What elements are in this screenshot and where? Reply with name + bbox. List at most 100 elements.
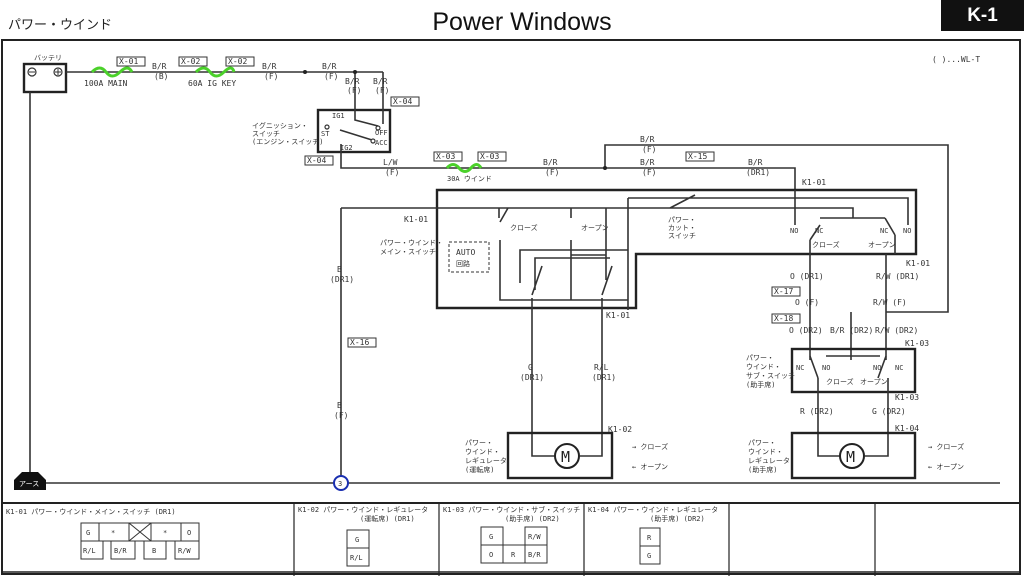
svg-text:B/R: B/R (114, 547, 127, 555)
svg-text:O: O (187, 529, 191, 537)
svg-text:G: G (86, 529, 90, 537)
svg-text:X-03: X-03 (436, 152, 455, 161)
svg-text:B: B (337, 265, 342, 274)
svg-text:R: R (647, 534, 652, 542)
svg-text:B/R: B/R (345, 77, 360, 86)
svg-text:NC: NC (796, 364, 804, 372)
svg-text:スイッチ: スイッチ (668, 232, 696, 240)
svg-text:B/R: B/R (640, 158, 655, 167)
svg-text:X-17: X-17 (774, 287, 793, 296)
svg-text:バッテリ: バッテリ (34, 54, 62, 62)
svg-text:R/L: R/L (83, 547, 96, 555)
svg-text:R/W: R/W (528, 533, 541, 541)
svg-text:G: G (528, 363, 533, 372)
svg-text:X-04: X-04 (393, 97, 412, 106)
svg-text:K1-01: K1-01 (404, 215, 428, 224)
svg-text:メイン・スイッチ: メイン・スイッチ (380, 248, 436, 256)
svg-text:カット・: カット・ (668, 224, 696, 232)
svg-text:M: M (561, 448, 570, 466)
svg-text:R/W: R/W (178, 547, 191, 555)
ground-symbol-icon: アース (14, 472, 46, 490)
svg-text:R/L: R/L (594, 363, 609, 372)
svg-text:K1-02: K1-02 (608, 425, 632, 434)
svg-text:オープン: オープン (868, 241, 896, 249)
legend-note: ( )...WL-T (932, 55, 980, 64)
svg-text:(DR1): (DR1) (746, 168, 770, 177)
svg-text:B/R: B/R (262, 62, 277, 71)
svg-text:(B): (B) (154, 72, 168, 81)
passenger-sub-switch: NC NO NO NC クローズ オープン (790, 347, 917, 394)
svg-text:(F): (F) (324, 72, 338, 81)
svg-text:パワー・: パワー・ (746, 354, 774, 362)
svg-text:K1-01: K1-01 (606, 311, 630, 320)
svg-text:R/W (F): R/W (F) (873, 298, 907, 307)
svg-text:K1-01 パワー・ウインド・メイン・スイッチ (DR1): K1-01 パワー・ウインド・メイン・スイッチ (DR1) (6, 508, 176, 516)
svg-text:パワー・ウインド・: パワー・ウインド・ (380, 239, 443, 247)
svg-text:(F): (F) (545, 168, 559, 177)
svg-text:アース: アース (19, 480, 39, 488)
svg-text:R/W (DR1): R/W (DR1) (876, 272, 919, 281)
svg-text:B/R: B/R (640, 135, 655, 144)
svg-text:(F): (F) (264, 72, 278, 81)
svg-text:クローズ: クローズ (812, 240, 840, 249)
svg-text:← オープン: ← オープン (928, 463, 964, 471)
fuse-label: 60A IG KEY (188, 79, 236, 88)
svg-text:*: * (163, 529, 167, 537)
svg-text:X-03: X-03 (480, 152, 499, 161)
ground-point (333, 475, 349, 491)
fuse-100a-main (90, 66, 134, 78)
battery: バッテリ (22, 54, 68, 94)
svg-text:X-02: X-02 (181, 57, 200, 66)
svg-text:NO: NO (903, 227, 911, 235)
svg-text:クローズ: クローズ (510, 223, 538, 232)
connector-k1-01: K1-01 パワー・ウインド・メイン・スイッチ (DR1) G * * O R/… (6, 508, 200, 560)
svg-text:オープン: オープン (581, 224, 609, 232)
svg-text:X-04: X-04 (307, 156, 326, 165)
fuse-30a-window (445, 163, 483, 173)
svg-text:O (F): O (F) (795, 298, 819, 307)
svg-text:NO: NO (790, 227, 798, 235)
svg-text:K1-03 パワー・ウインド・サブ・スイッチ: K1-03 パワー・ウインド・サブ・スイッチ (443, 505, 580, 514)
svg-text:K1-04 パワー・ウインド・レギュレータ: K1-04 パワー・ウインド・レギュレータ (588, 505, 718, 514)
svg-text:O (DR2): O (DR2) (789, 326, 823, 335)
svg-text:パワー・: パワー・ (748, 439, 776, 447)
fuse-label: 100A MAIN (84, 79, 128, 88)
driver-window-motor: M (506, 431, 614, 480)
diagram-frame (1, 39, 1021, 575)
svg-text:B: B (152, 547, 156, 555)
svg-text:K1-03: K1-03 (905, 339, 929, 348)
svg-text:AUTO: AUTO (456, 248, 475, 257)
ignition-switch: IG1 ST OFF ACC IG2 イグニッション・ スイッチ (エンジン・ス… (252, 100, 392, 160)
svg-text:K1-01: K1-01 (802, 178, 826, 187)
svg-text:B: B (337, 401, 342, 410)
svg-text:B/R (DR2): B/R (DR2) (830, 326, 873, 335)
svg-text:(F): (F) (642, 145, 656, 154)
svg-text:R (DR2): R (DR2) (800, 407, 834, 416)
svg-text:O (DR1): O (DR1) (790, 272, 824, 281)
svg-text:OFF: OFF (375, 129, 388, 137)
svg-text:ウインド・: ウインド・ (746, 363, 781, 371)
svg-text:レギュレータ: レギュレータ (748, 456, 790, 465)
svg-text:NC: NC (895, 364, 903, 372)
svg-text:B/R: B/R (373, 77, 388, 86)
svg-text:ウインド・: ウインド・ (465, 448, 500, 456)
svg-text:→ クローズ: → クローズ (632, 442, 668, 451)
connector-k1-04: K1-04 パワー・ウインド・レギュレータ (助手席) (DR2) R G (588, 505, 718, 565)
svg-text:パワー・: パワー・ (668, 216, 696, 224)
svg-text:IG2: IG2 (340, 144, 353, 152)
svg-text:K1-02 パワー・ウインド・レギュレータ: K1-02 パワー・ウインド・レギュレータ (298, 505, 428, 514)
svg-text:(F): (F) (334, 411, 348, 420)
svg-text:ACC: ACC (375, 139, 388, 147)
connector-k1-03: K1-03 パワー・ウインド・サブ・スイッチ (助手席) (DR2) G R/W… (443, 505, 580, 564)
svg-text:(助手席) (DR2): (助手席) (DR2) (650, 514, 705, 523)
power-window-main-switch: AUTO 回路 クローズ オープン パワー・ カット・ スイッチ パワー・ウイン… (341, 188, 918, 315)
svg-text:B/R: B/R (528, 551, 541, 559)
svg-text:X-18: X-18 (774, 314, 793, 323)
svg-text:O: O (489, 551, 493, 559)
svg-text:X-02: X-02 (228, 57, 247, 66)
svg-text:K1-04: K1-04 (895, 424, 919, 433)
svg-text:X-15: X-15 (688, 152, 707, 161)
svg-text:(DR1): (DR1) (330, 275, 354, 284)
page-code-badge: K-1 (941, 0, 1024, 31)
